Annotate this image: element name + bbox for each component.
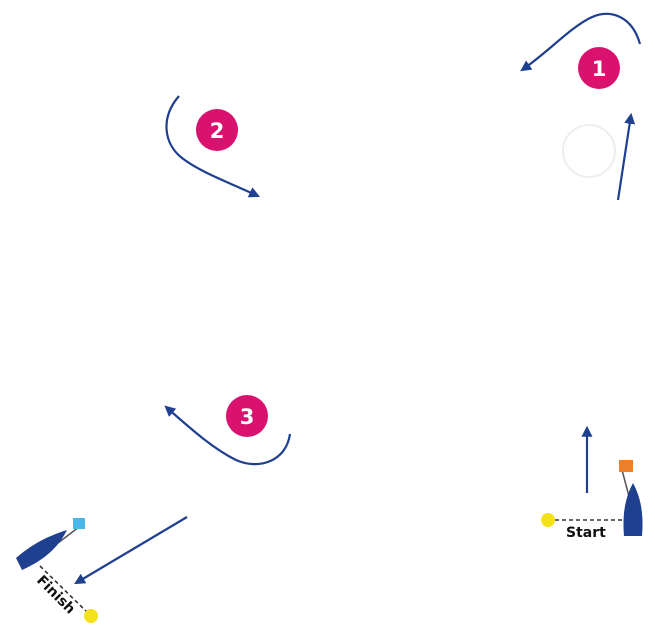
mark-1-buoy-outline [562, 124, 616, 178]
finish-line [39, 565, 92, 617]
finish-flag [73, 518, 85, 529]
mark-3: 3 [226, 395, 268, 437]
rounding-arrow-mark-3 [164, 405, 292, 466]
start-area: Start [541, 425, 643, 541]
start-label: Start [566, 525, 606, 541]
mark-1: 1 [578, 47, 620, 89]
course-arrow-to-mark-1 [616, 112, 636, 201]
start-boat [623, 483, 643, 536]
finish-flag-pole [57, 526, 80, 544]
mark-3-label: 3 [240, 405, 255, 429]
mark-2-badge [196, 109, 238, 151]
rounding-arrow-mark-1 [520, 12, 642, 72]
mark-3-badge [226, 395, 268, 437]
start-buoy [541, 513, 555, 527]
rounding-arrow-mark-2 [165, 95, 260, 198]
start-flag [619, 460, 633, 472]
finish-area: Finish [16, 516, 188, 623]
mark-1-label: 1 [592, 57, 607, 81]
finish-label: Finish [33, 573, 78, 618]
finish-boat [16, 530, 67, 570]
mark-2-label: 2 [210, 119, 225, 143]
mark-2: 2 [196, 109, 238, 151]
mark-1-badge [578, 47, 620, 89]
finish-arrow [74, 516, 188, 585]
finish-buoy [84, 609, 98, 623]
